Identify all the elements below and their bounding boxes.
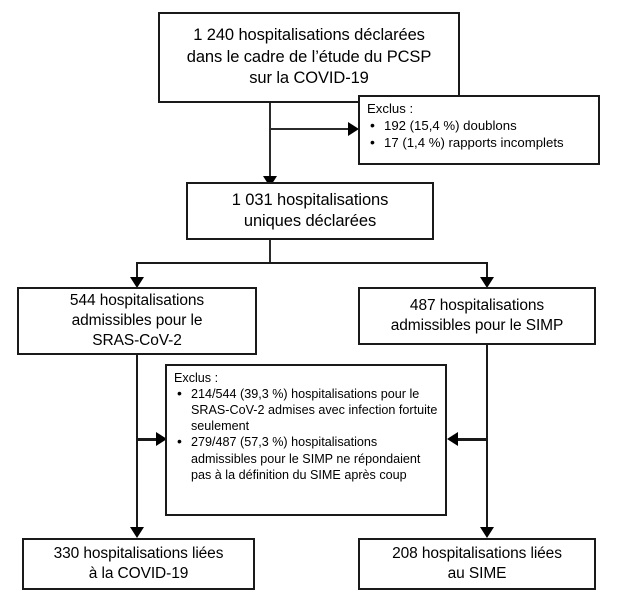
connector-unique-split-stem: [269, 240, 271, 264]
connector-reported-to-unique: [269, 103, 271, 187]
arrowhead-down-icon: [480, 277, 494, 288]
arrowhead-left-icon: [447, 432, 458, 446]
node-line: uniques déclarées: [243, 212, 377, 230]
node-line: admissibles pour le: [71, 311, 203, 329]
node-covid-related-hospitalizations: 330 hospitalisations liées à la COVID-19: [22, 538, 255, 590]
node-line: au SIME: [447, 565, 507, 582]
connector-reported-to-exclusions1: [269, 128, 349, 130]
list-item: 214/544 (39,3 %) hospitalisations pour l…: [174, 385, 439, 434]
list-item-line: pour le SRAS-CoV-2 admises avec: [191, 387, 420, 418]
connector-sars-to-covid-outcome: [136, 355, 138, 532]
list-item-line: SIME après coup: [310, 467, 407, 482]
node-line: 544 hospitalisations: [69, 291, 205, 309]
connector-to-eligible-sars: [136, 262, 138, 283]
node-sime-related-hospitalizations: 208 hospitalisations liées au SIME: [358, 538, 596, 590]
connector-simp-to-exclusions2: [458, 438, 486, 441]
node-line: SRAS-CoV-2: [92, 332, 182, 350]
exclusions-header: Exclus :: [367, 101, 414, 116]
node-line: 330 hospitalisations liées: [53, 544, 224, 562]
list-item: 279/487 (57,3 %) hospitalisations admiss…: [174, 433, 439, 482]
arrowhead-down-icon: [130, 527, 144, 538]
list-item: 17 (1,4 %) rapports incomplets: [367, 134, 592, 152]
connector-to-eligible-simp: [486, 262, 488, 283]
list-item-line: répondaient pas à la définition du: [191, 451, 421, 482]
node-line: admissibles pour le SIMP: [390, 317, 564, 334]
node-line: 1 031 hospitalisations: [231, 190, 389, 209]
node-line: à la COVID-19: [88, 565, 189, 582]
arrowhead-right-icon: [156, 432, 167, 446]
list-item-line: admissibles pour le SIMP ne: [191, 451, 351, 466]
connector-simp-to-sime-outcome: [486, 345, 488, 532]
node-eligible-sars-cov-2: 544 hospitalisations admissibles pour le…: [17, 287, 257, 355]
list-item-line: 214/544 (39,3 %) hospitalisations: [191, 387, 378, 402]
node-unique-hospitalizations: 1 031 hospitalisations uniques déclarées: [186, 182, 434, 240]
exclusions-list: 214/544 (39,3 %) hospitalisations pour l…: [174, 385, 439, 483]
node-exclusions-duplicates: Exclus : 192 (15,4 %) doublons 17 (1,4 %…: [358, 95, 600, 165]
list-item: 192 (15,4 %) doublons: [367, 117, 592, 135]
node-line: 487 hospitalisations: [409, 296, 545, 314]
node-line: 1 240 hospitalisations déclarées: [193, 26, 425, 45]
exclusions-list: 192 (15,4 %) doublons 17 (1,4 %) rapport…: [367, 117, 592, 152]
node-line: 208 hospitalisations liées: [392, 544, 562, 562]
connector-unique-split-bar: [136, 262, 488, 264]
node-reported-hospitalizations: 1 240 hospitalisations déclarées dans le…: [158, 12, 460, 103]
arrowhead-down-icon: [263, 176, 277, 187]
connector-sars-to-exclusions2: [138, 438, 160, 441]
exclusions-header: Exclus :: [174, 371, 219, 385]
node-line: sur la COVID-19: [249, 69, 369, 88]
list-item-line: infection fortuite seulement: [191, 403, 438, 434]
node-exclusions-criteria: Exclus : 214/544 (39,3 %) hospitalisatio…: [165, 364, 447, 516]
node-eligible-simp: 487 hospitalisations admissibles pour le…: [358, 287, 596, 345]
arrowhead-right-icon: [348, 122, 359, 136]
arrowhead-down-icon: [480, 527, 494, 538]
node-line: dans le cadre de l’étude du PCSP: [186, 47, 432, 66]
arrowhead-down-icon: [130, 277, 144, 288]
list-item-line: 279/487 (57,3 %) hospitalisations: [191, 435, 378, 450]
